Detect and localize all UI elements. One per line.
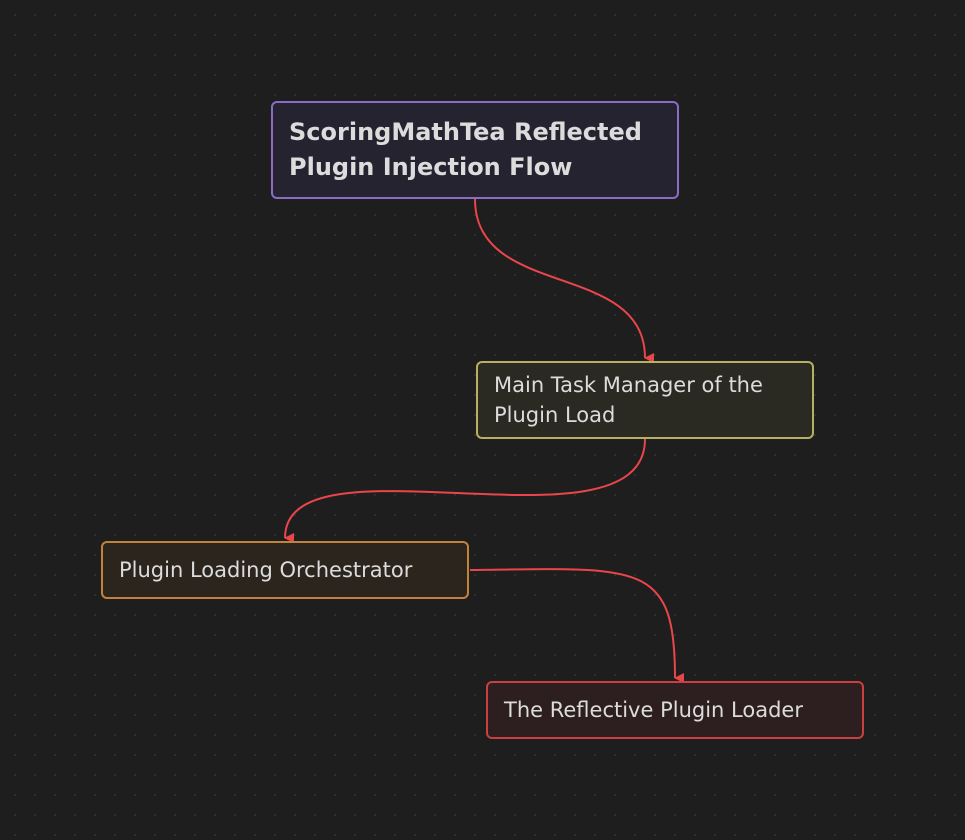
node-main-task-manager[interactable]: Main Task Manager of the Plugin Load	[476, 361, 814, 439]
node-label: Plugin Loading Orchestrator	[119, 558, 413, 582]
edge-n2-n3[interactable]	[284, 438, 646, 544]
node-plugin-loading-orchestrator[interactable]: Plugin Loading Orchestrator	[101, 541, 469, 599]
node-reflective-plugin-loader[interactable]: The Reflective Plugin Loader	[486, 681, 864, 739]
edge-n3-n4[interactable]	[469, 568, 685, 683]
node-label: ScoringMathTea Reflected Plugin Injectio…	[289, 118, 642, 181]
node-label: The Reflective Plugin Loader	[504, 698, 803, 722]
node-label: Main Task Manager of the Plugin Load	[494, 373, 763, 427]
edge-n1-n2[interactable]	[474, 198, 655, 363]
node-injection-flow[interactable]: ScoringMathTea Reflected Plugin Injectio…	[271, 101, 679, 199]
